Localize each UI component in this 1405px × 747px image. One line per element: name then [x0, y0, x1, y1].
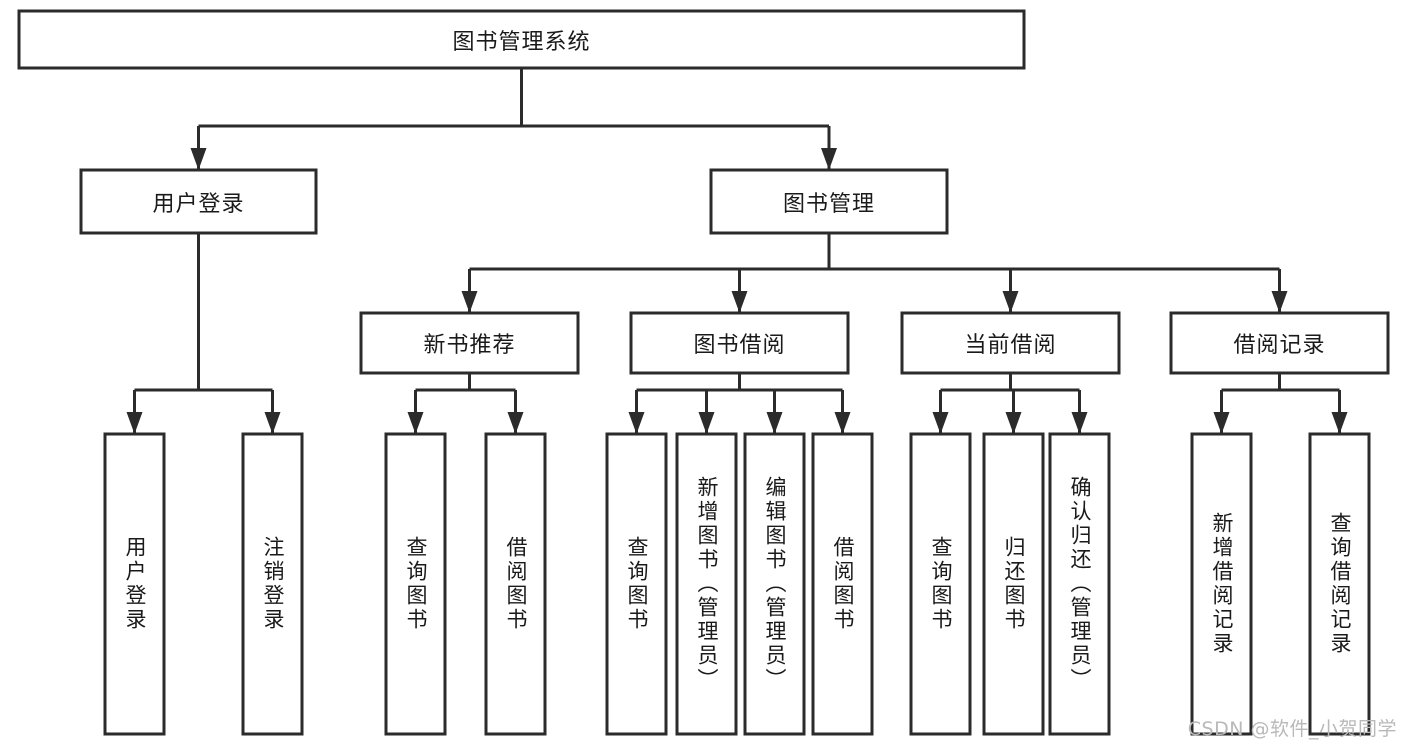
csdn-watermark: CSDN @软件_小贺同学 — [1187, 718, 1397, 740]
arrow-head-icon — [407, 412, 424, 434]
arrow-head-icon — [731, 291, 748, 313]
arrow-head-icon — [932, 412, 949, 434]
arrow-head-icon — [1331, 412, 1348, 434]
arrow-head-icon — [1271, 291, 1288, 313]
arrow-head-icon — [264, 412, 281, 434]
arrow-head-icon — [628, 412, 645, 434]
node-box-leaf-query-record[interactable] — [1308, 432, 1371, 736]
node-box-leaf-borrow-book-1[interactable] — [484, 432, 547, 736]
arrow-head-icon — [461, 291, 478, 313]
node-box-leaf-add-book[interactable] — [675, 432, 738, 736]
arrow-head-icon — [507, 412, 524, 434]
node-box-new-book-recommend[interactable] — [359, 311, 580, 375]
node-box-leaf-return-book[interactable] — [982, 432, 1045, 736]
node-box-user-login[interactable] — [79, 168, 318, 235]
node-box-book-manage[interactable] — [709, 168, 949, 235]
node-box-leaf-query-book-2[interactable] — [605, 432, 668, 736]
arrow-head-icon — [821, 148, 837, 170]
node-box-leaf-confirm-return[interactable] — [1048, 432, 1111, 736]
arrow-head-icon — [1005, 412, 1022, 434]
node-box-root[interactable] — [17, 9, 1026, 70]
arrow-head-icon — [834, 412, 851, 434]
arrow-head-icon — [766, 412, 783, 434]
arrow-head-icon — [1071, 412, 1088, 434]
node-box-leaf-add-record[interactable] — [1190, 432, 1253, 736]
node-box-leaf-user-login[interactable] — [103, 432, 166, 736]
arrow-head-icon — [1002, 291, 1019, 313]
node-box-borrow-record[interactable] — [1169, 311, 1390, 375]
nodes-layer — [17, 9, 1390, 736]
edges-layer — [126, 68, 1348, 434]
arrow-head-icon — [698, 412, 715, 434]
arrow-head-icon — [1213, 412, 1230, 434]
arrow-head-icon — [126, 412, 143, 434]
node-box-leaf-query-book-1[interactable] — [384, 432, 447, 736]
node-box-current-borrow[interactable] — [900, 311, 1121, 375]
node-box-leaf-query-book-3[interactable] — [909, 432, 972, 736]
node-box-leaf-borrow-book-2[interactable] — [811, 432, 874, 736]
node-box-leaf-edit-book[interactable] — [743, 432, 806, 736]
node-box-leaf-logout[interactable] — [241, 432, 304, 736]
arrow-head-icon — [190, 148, 207, 170]
node-box-book-borrow[interactable] — [629, 311, 850, 375]
